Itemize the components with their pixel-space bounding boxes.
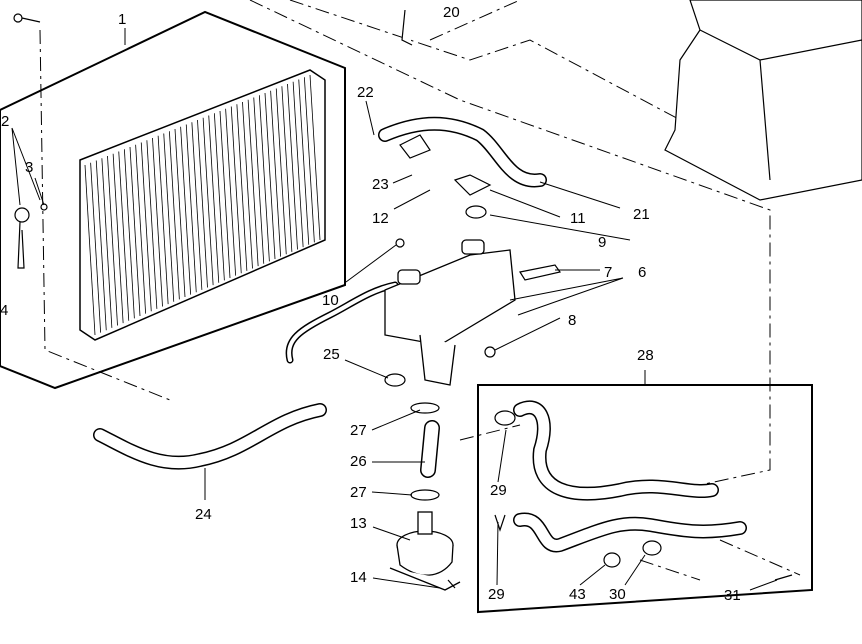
radiator-fin — [303, 77, 315, 243]
callout-9: 9 — [598, 234, 607, 251]
hose — [379, 118, 546, 186]
radiator-fin — [191, 122, 203, 290]
radiator-fins — [84, 74, 321, 336]
callout-21: 21 — [633, 206, 650, 223]
radiator-fin — [230, 106, 242, 274]
radiator-fin — [225, 108, 237, 276]
hose — [514, 402, 718, 500]
radiator-fin — [253, 97, 265, 264]
radiator-fin — [118, 151, 130, 321]
radiator-fin — [90, 162, 102, 333]
radiator-fin — [107, 155, 118, 326]
callout-2: 2 — [1, 113, 10, 130]
callout-29-upper: 29 — [490, 482, 507, 499]
callout-27-upper: 27 — [350, 422, 367, 439]
hose — [94, 404, 326, 469]
callout-4: 4 — [0, 302, 9, 319]
radiator-fin — [309, 74, 321, 241]
callout-13: 13 — [350, 515, 367, 532]
radiator-fin — [270, 90, 282, 257]
radiator-fin — [95, 160, 107, 331]
callout-14: 14 — [350, 569, 367, 586]
callout-1: 1 — [118, 11, 127, 28]
radiator-fin — [197, 119, 208, 288]
callout-23: 23 — [372, 176, 389, 193]
radiator-fin — [247, 99, 259, 267]
callout-27-lower: 27 — [350, 484, 367, 501]
radiator-fin — [180, 126, 192, 295]
radiator-group-frame — [0, 10, 346, 390]
callout-25: 25 — [323, 346, 340, 363]
radiator-fin — [84, 164, 96, 336]
callout-11: 11 — [570, 210, 586, 227]
hose — [287, 283, 397, 362]
callout-43: 43 — [569, 586, 586, 603]
radiator-fin — [140, 142, 152, 312]
hose-outline — [285, 281, 399, 364]
radiator-fin — [219, 110, 231, 279]
radiator-fin — [275, 88, 287, 255]
radiator-fin — [213, 113, 225, 281]
radiator-fin — [236, 104, 248, 271]
water-pump — [389, 511, 461, 591]
radiator-fin — [287, 83, 298, 250]
radiator-fin — [146, 140, 158, 309]
radiator-fin — [101, 158, 113, 328]
radiator-fin — [264, 92, 276, 260]
radiator-fin — [163, 133, 175, 302]
radiator-fin — [185, 124, 197, 293]
callout-3: 3 — [25, 159, 34, 176]
callout-22: 22 — [357, 84, 374, 101]
radiator-fin — [174, 128, 186, 298]
callout-8: 8 — [568, 312, 577, 329]
callout-20: 20 — [443, 4, 460, 21]
callout-26: 26 — [350, 453, 367, 470]
radiator-fin — [298, 79, 310, 245]
radiator-fin — [281, 86, 293, 252]
radiator-fin — [157, 135, 169, 305]
callout-28: 28 — [637, 347, 654, 364]
radiator-fin — [202, 117, 214, 286]
radiator-fin — [112, 153, 124, 324]
radiator-fin — [135, 144, 147, 314]
callout-6: 6 — [638, 264, 647, 281]
radiator-fin — [242, 101, 253, 269]
callout-31: 31 — [724, 587, 741, 604]
radiator-fin — [258, 95, 270, 262]
radiator-fin — [168, 131, 180, 300]
callout-10: 10 — [322, 292, 339, 309]
callout-7: 7 — [604, 264, 613, 281]
radiator-fin — [292, 81, 304, 248]
radiator-fin — [208, 115, 220, 283]
hose — [514, 514, 746, 551]
hose — [421, 421, 439, 477]
radiator-fin — [123, 149, 135, 319]
hose-group-frame — [477, 384, 813, 614]
radiator-fin — [129, 146, 141, 317]
radiator-fin — [152, 137, 163, 307]
expansion-tank — [384, 239, 516, 386]
callout-24: 24 — [195, 506, 212, 523]
callout-12: 12 — [372, 210, 389, 227]
engine-block — [664, 0, 862, 201]
callout-29-lower: 29 — [488, 586, 505, 603]
callout-30: 30 — [609, 586, 626, 603]
